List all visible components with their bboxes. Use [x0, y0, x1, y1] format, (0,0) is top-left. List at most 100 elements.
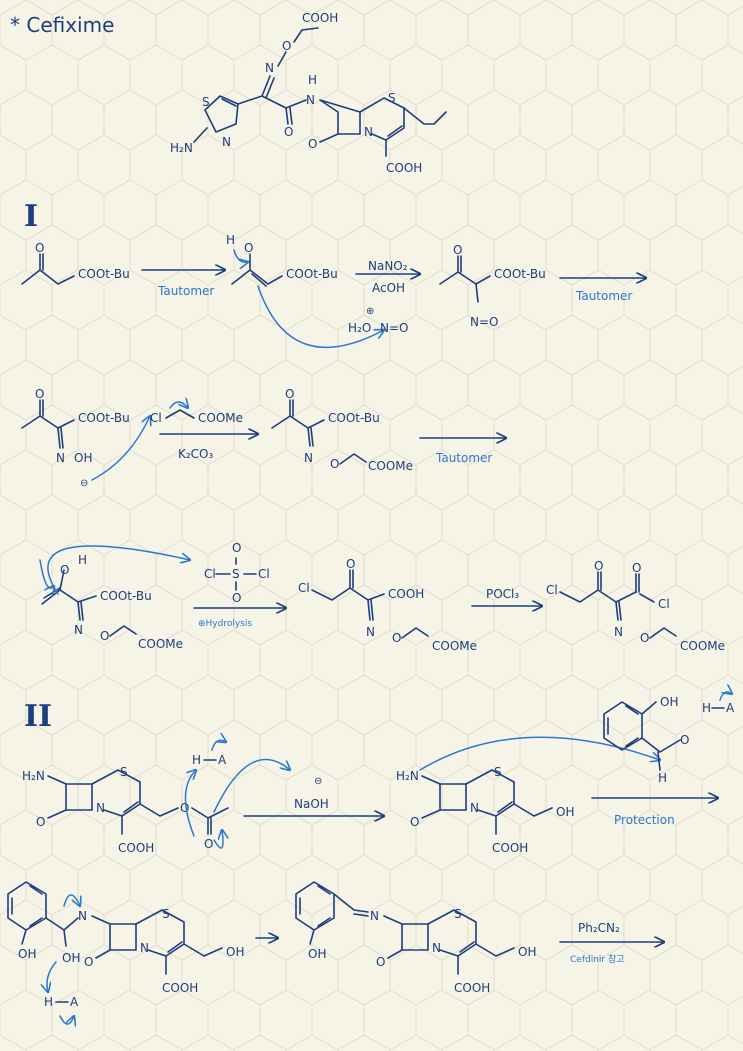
- phenol-oh: OH: [660, 695, 678, 709]
- ring-cooh-5: COOH: [454, 981, 490, 995]
- amine-h2n-2: H₂N: [22, 769, 45, 783]
- chloroacetate-ester: COOMe: [198, 411, 243, 425]
- oxime-cooh: COOH: [302, 11, 338, 25]
- cefdinir-note: Cefdinir 참고: [570, 954, 625, 965]
- lactam-o: O: [308, 137, 317, 151]
- ketone-o-4: O: [285, 387, 294, 401]
- row-1: O COOt-Bu Tautomer O H COOt-Bu ⊕ H₂O N=O…: [21, 233, 646, 349]
- amide-o: O: [284, 125, 293, 139]
- phenol-oh-2: OH: [18, 947, 36, 961]
- enol-h: H: [226, 233, 235, 247]
- ring-n-4: N: [140, 941, 149, 955]
- enol-o: O: [244, 241, 253, 255]
- ring-n-5: N: [432, 941, 441, 955]
- sulfuryl-o-bottom: O: [232, 591, 241, 605]
- imine-n-2: N: [370, 909, 379, 923]
- ester-2: COOt-Bu: [286, 267, 338, 281]
- hydroxymethyl-oh-3: OH: [518, 945, 536, 959]
- oxime-noh: N: [56, 451, 65, 465]
- hydrolysis-reagent: ⊕Hydrolysis: [198, 619, 252, 629]
- enol-o-2: O: [60, 563, 69, 577]
- acyl-o: O: [632, 561, 641, 575]
- ring-n-3: N: [470, 801, 479, 815]
- ester-10: COOMe: [680, 639, 725, 653]
- chloro-cl-1: Cl: [298, 581, 310, 595]
- ester-3: COOt-Bu: [494, 267, 546, 281]
- row-2: O COOt-Bu N OH ⊖ Cl COOMe K₂CO₃ O COOt-B…: [21, 387, 506, 489]
- oxime-o: O: [282, 39, 291, 53]
- ether-o-1: O: [330, 457, 339, 471]
- ether-n-4: N: [614, 625, 623, 639]
- cefixime-structure: S N H₂N N O COOH O N H O S N COOH: [170, 11, 447, 175]
- sulfuryl-cl-left: Cl: [204, 567, 216, 581]
- ether-n-3: N: [366, 625, 375, 639]
- acoh-reagent: AcOH: [372, 281, 405, 295]
- acid-a: A: [218, 753, 227, 767]
- ester-4: COOt-Bu: [78, 411, 130, 425]
- sulfuryl-s: S: [232, 567, 240, 581]
- tautomer-label-3: Tautomer: [435, 451, 492, 465]
- hydroxymethyl-oh: OH: [556, 805, 574, 819]
- minus-charge: ⊖: [80, 478, 88, 489]
- ring-s: S: [388, 91, 396, 105]
- lactam-o-2: O: [36, 815, 45, 829]
- acetoxy-carbonyl-o: O: [204, 837, 213, 851]
- ester-6: COOMe: [368, 459, 413, 473]
- ester-8: COOMe: [138, 637, 183, 651]
- nitroso-group: N=O: [470, 315, 498, 329]
- tautomer-label-2: Tautomer: [575, 289, 632, 303]
- acid-h: H: [192, 753, 201, 767]
- plus-charge: ⊕: [366, 306, 374, 317]
- page-title: * Cefixime: [10, 13, 114, 37]
- phenol-oh-3: OH: [308, 947, 326, 961]
- lactam-o-5: O: [376, 955, 385, 969]
- amine-h2n-3: H₂N: [396, 769, 419, 783]
- acyl-cl: Cl: [658, 597, 670, 611]
- tautomer-label-1: Tautomer: [157, 284, 214, 298]
- amine-h2n: H₂N: [170, 141, 193, 155]
- ketone-o-6: O: [594, 559, 603, 573]
- water-cation: H₂O: [348, 321, 371, 335]
- section-one-label: I: [24, 199, 38, 234]
- acetoxy-o: O: [180, 801, 189, 815]
- acid-a-2: A: [726, 701, 735, 715]
- minus-charge-2: ⊖: [314, 776, 322, 787]
- ph2cn2-reagent: Ph₂CN₂: [578, 921, 620, 935]
- ketone-o-2: O: [453, 243, 462, 257]
- hydroxymethyl-oh-2: OH: [226, 945, 244, 959]
- lactam-o-4: O: [84, 955, 93, 969]
- ether-n-2: N: [74, 623, 83, 637]
- ester-1: COOt-Bu: [78, 267, 130, 281]
- amide-n: N: [306, 93, 315, 107]
- k2co3-reagent: K₂CO₃: [178, 447, 214, 461]
- ketone-o-1: O: [35, 241, 44, 255]
- chloroacetate-cl: Cl: [150, 411, 162, 425]
- ester-9: COOMe: [432, 639, 477, 653]
- acid-h-2: H: [702, 701, 711, 715]
- chloro-cooh: COOH: [388, 587, 424, 601]
- ring-s-4: S: [162, 907, 170, 921]
- aldehyde-o: O: [680, 733, 689, 747]
- chloro-cl-2: Cl: [546, 583, 558, 597]
- section-two-label: II: [24, 699, 52, 734]
- ether-o-3: O: [392, 631, 401, 645]
- ring-cooh-3: COOH: [492, 841, 528, 855]
- hemiaminal-oh: OH: [62, 951, 80, 965]
- thiazole-s: S: [202, 95, 210, 109]
- ring-s-2: S: [120, 765, 128, 779]
- row-3: O H COOt-Bu N O COOMe Cl S Cl O O ⊕Hydro…: [39, 541, 725, 653]
- ether-o-2: O: [100, 629, 109, 643]
- naoh-reagent: NaOH: [294, 797, 329, 811]
- ring-n: N: [364, 125, 373, 139]
- acid-a-3: A: [70, 995, 79, 1009]
- nitrosyl: N=O: [380, 321, 408, 335]
- sulfuryl-cl-right: Cl: [258, 567, 270, 581]
- oxime-n: N: [265, 61, 274, 75]
- acid-h-3: H: [44, 995, 53, 1009]
- thiazole-n: N: [222, 135, 231, 149]
- protection-label: Protection: [614, 813, 675, 827]
- enol-h-2: H: [78, 553, 87, 567]
- lactam-o-3: O: [410, 815, 419, 829]
